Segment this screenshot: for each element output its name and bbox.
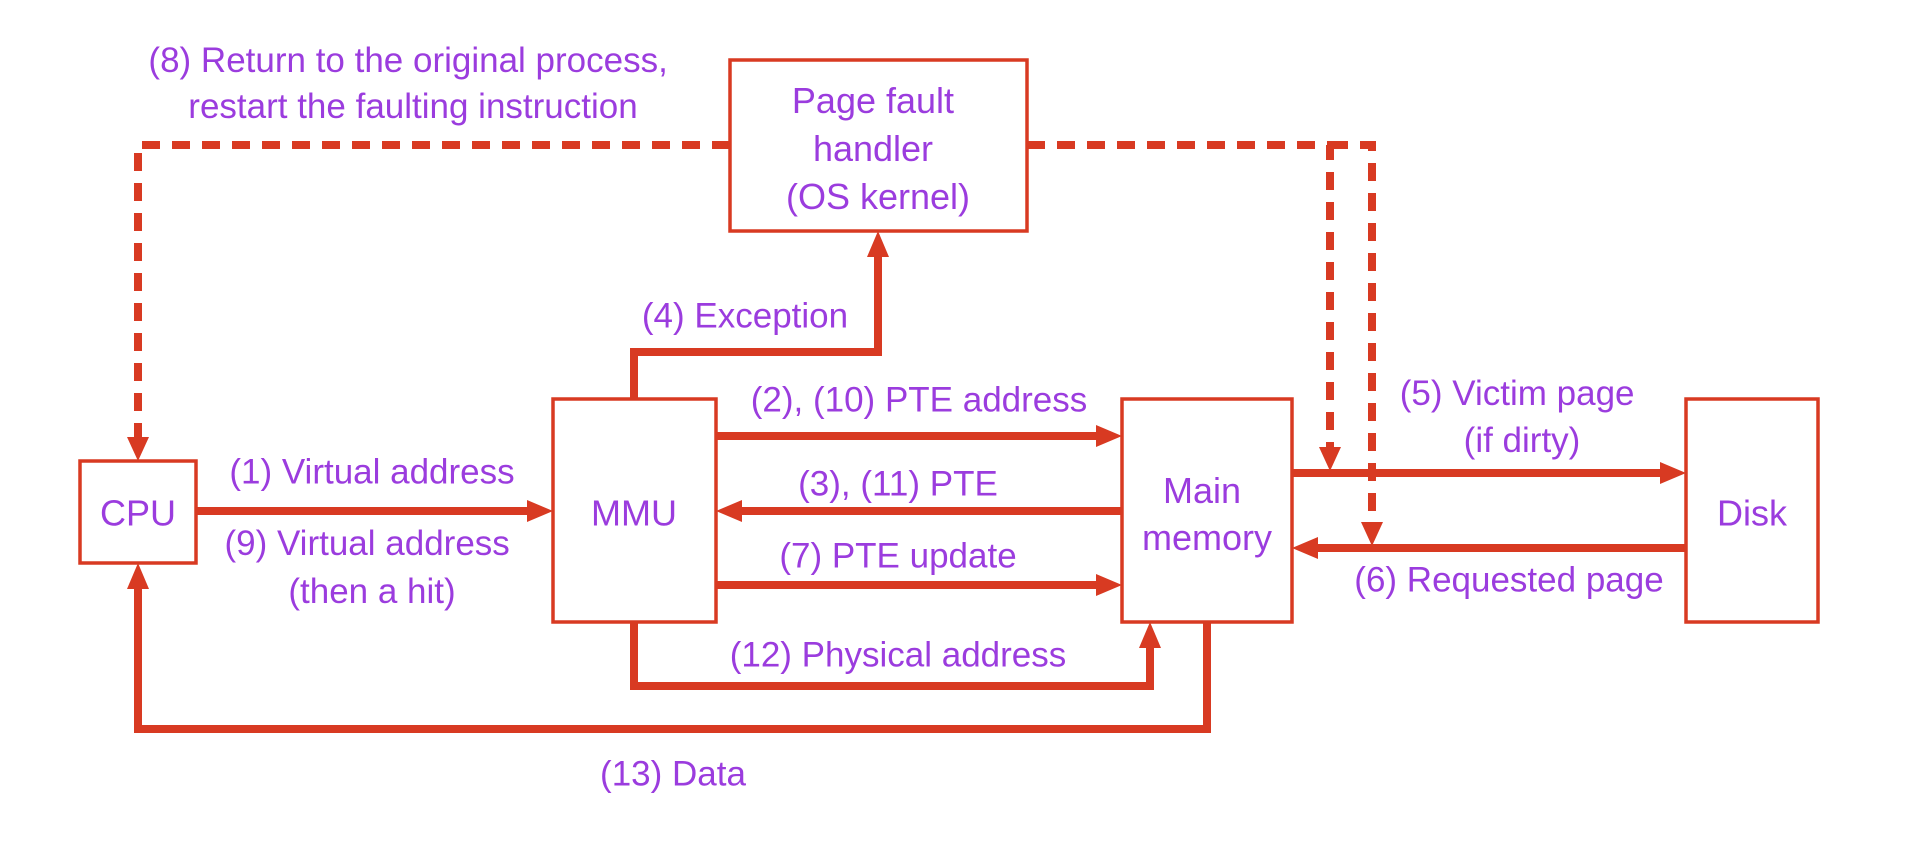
label-step-2-10: (2), (10) PTE address (751, 381, 1088, 420)
mmu-label: MMU (591, 493, 677, 534)
label-step-5-line-1: (5) Victim page (1400, 374, 1635, 413)
edge-handler-to-victim (1027, 141, 1341, 471)
main-memory-label-line-2: memory (1142, 517, 1272, 558)
disk-label: Disk (1717, 493, 1788, 534)
cpu-label: CPU (100, 493, 176, 534)
main-memory-label: Main memory (1142, 470, 1272, 558)
label-step-7: (7) PTE update (779, 537, 1016, 576)
label-step-5-line-2: (if dirty) (1464, 421, 1581, 460)
label-step-9-line-1: (9) Virtual address (224, 524, 509, 563)
label-step-5: (5) Victim page (if dirty) (1400, 374, 1644, 460)
handler-label-line-3: (OS kernel) (786, 176, 970, 217)
main-memory-label-line-1: Main (1163, 470, 1241, 511)
edge-physical-address (630, 622, 1161, 690)
label-step-13: (13) Data (600, 755, 746, 794)
handler-label-line-2: handler (813, 128, 933, 169)
edge-handler-to-requested (1330, 141, 1383, 546)
label-step-9: (9) Virtual address (then a hit) (224, 524, 519, 611)
page-fault-handler-block: Page fault handler (OS kernel) (728, 58, 1029, 233)
edge-requested-page (1292, 537, 1686, 559)
edge-exception (630, 231, 889, 399)
mmu-block: MMU (551, 397, 718, 624)
edge-pte-address (716, 425, 1122, 447)
label-step-12: (12) Physical address (730, 636, 1067, 675)
edge-pte-update (716, 574, 1122, 596)
label-step-9-line-2: (then a hit) (288, 572, 455, 611)
label-step-3-11: (3), (11) PTE (798, 465, 998, 504)
edge-return-to-process (127, 141, 730, 461)
label-step-6: (6) Requested page (1354, 561, 1663, 600)
edge-victim-page (1292, 462, 1686, 484)
edge-pte (716, 500, 1122, 522)
disk-block: Disk (1684, 397, 1820, 624)
handler-label-line-1: Page fault (792, 80, 954, 121)
main-memory-block: Main memory (1120, 397, 1294, 624)
handler-label: Page fault handler (OS kernel) (786, 80, 970, 217)
edge-cpu-to-mmu (196, 500, 553, 522)
label-step-8: (8) Return to the original process, rest… (148, 41, 677, 126)
label-step-8-line-1: (8) Return to the original process, (148, 41, 667, 80)
cpu-block: CPU (78, 459, 198, 565)
label-step-4: (4) Exception (642, 297, 848, 336)
label-step-1: (1) Virtual address (229, 453, 514, 492)
edge-data (127, 563, 1211, 733)
label-step-8-line-2: restart the faulting instruction (188, 87, 637, 126)
